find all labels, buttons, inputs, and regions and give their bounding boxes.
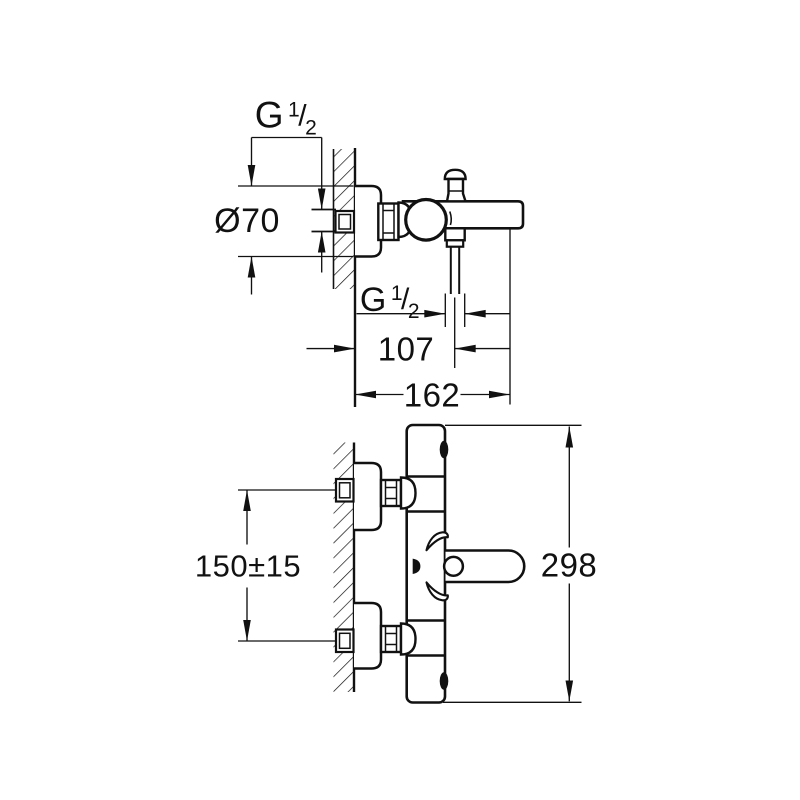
- side-view-drawing: [238, 136, 525, 407]
- supply-fitting-bottom: [334, 628, 355, 654]
- connector-cap-bottom-front: [399, 622, 417, 656]
- dim-label-wall-to-end: 162: [403, 376, 461, 414]
- escutcheon-top: [354, 461, 383, 532]
- front-view-drawing: [238, 423, 582, 704]
- lever-wing-lower: [425, 581, 449, 602]
- shower-hose-outlet: [444, 227, 466, 294]
- supply-fitting-top: [334, 477, 355, 503]
- front-view-dimension-arrows: [243, 426, 574, 702]
- side-screw-bottom: [439, 672, 449, 690]
- dim-label-escutcheon-diameter: Ø70: [214, 202, 280, 240]
- lever-end-cap: [442, 555, 465, 577]
- side-view-dimension-lines: [238, 136, 511, 405]
- thread-slash: /: [298, 99, 308, 133]
- lever-handle-front: [445, 549, 526, 584]
- knob-highlight-arc: [449, 211, 453, 226]
- body-pin-marker: [412, 558, 421, 574]
- diverter-knob: [443, 168, 468, 203]
- wall-hatch: [332, 148, 357, 407]
- side-view-dimension-arrows: [247, 165, 510, 399]
- connector-cap-top-front: [399, 476, 417, 510]
- body-section-lines: [406, 475, 445, 657]
- supply-fitting: [311, 208, 356, 234]
- faucet-body-front: [405, 423, 447, 704]
- thread-slash: /: [401, 283, 410, 316]
- union-nut: [377, 202, 400, 242]
- dim-label-inlet-spacing: 150±15: [194, 548, 302, 584]
- control-knob: [404, 197, 448, 242]
- thread-numerator: 1: [390, 282, 404, 305]
- thread-denominator: 2: [305, 116, 318, 140]
- thread-denominator: 2: [407, 300, 421, 323]
- escutcheon-bottom: [354, 601, 383, 670]
- union-nut-top-front: [379, 478, 403, 508]
- dim-label-overall-height: 298: [540, 546, 598, 584]
- lever-wing-upper: [425, 531, 449, 552]
- union-nut-bottom-front: [379, 624, 403, 654]
- thread-prefix: G: [254, 94, 285, 136]
- side-screw-top: [439, 440, 449, 459]
- dim-label-wall-to-hose: 107: [377, 330, 435, 368]
- thread-numerator: 1: [288, 98, 301, 122]
- thread-prefix: G: [359, 281, 387, 319]
